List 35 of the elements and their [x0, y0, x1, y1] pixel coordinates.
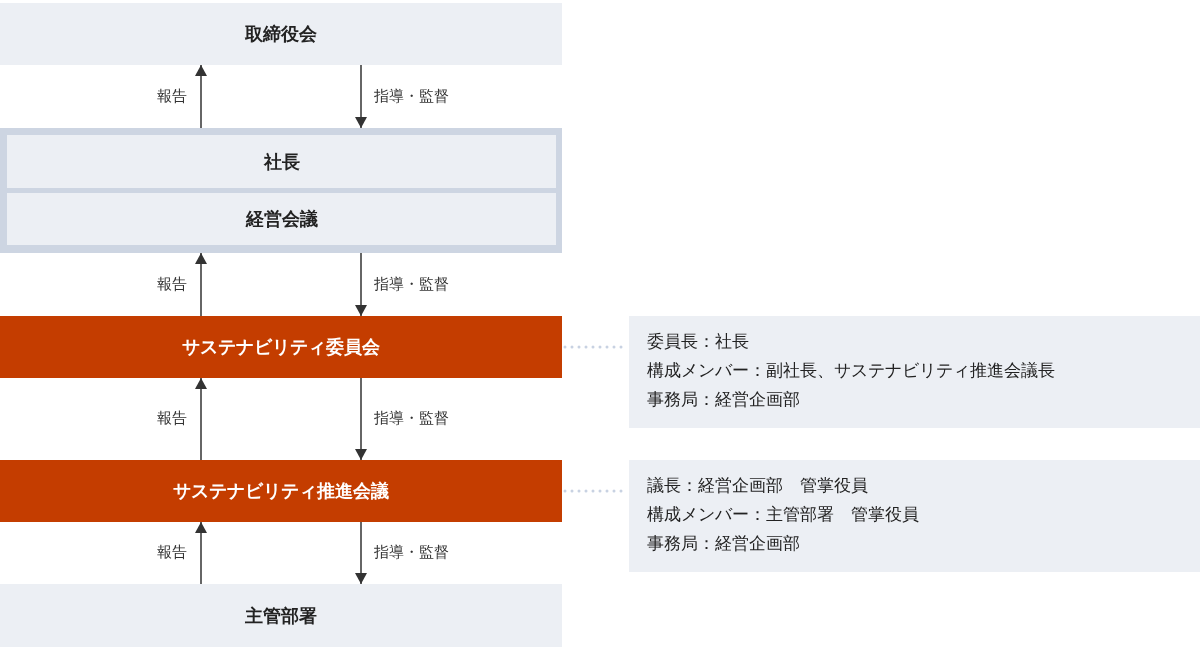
highlight-box [0, 316, 562, 378]
edge-label: 報告 [156, 543, 188, 563]
arrow [195, 377, 207, 461]
org-box [7, 135, 556, 188]
info-text: 事務局：経営企画部 [647, 532, 800, 555]
edge-label: 報告 [156, 86, 188, 107]
arrow [195, 521, 207, 585]
edge-label: 指導・監督 [373, 409, 450, 429]
edge-label: 指導・監督 [373, 274, 450, 295]
arrow [355, 521, 367, 585]
edge-label: 指導・監督 [373, 86, 450, 107]
group-frame [0, 128, 562, 253]
info-text: 議長：経営企画部 管掌役員 [647, 474, 868, 497]
org-name: 主管部署 [245, 603, 317, 628]
org-box [7, 193, 556, 245]
edge-label: 指導・監督 [373, 543, 450, 563]
org-box [0, 584, 562, 647]
org-name: サステナビリティ委員会 [182, 335, 380, 359]
highlight-box [0, 460, 562, 522]
arrow [355, 377, 367, 461]
arrow [355, 252, 367, 317]
org-name: 経営会議 [245, 207, 318, 231]
org-name: 取締役会 [245, 22, 317, 46]
org-name: 社長 [263, 149, 300, 174]
info-text: 構成メンバー：副社長、サステナビリティ推進会議長 [647, 359, 1055, 382]
info-text: 委員長：社長 [647, 330, 749, 353]
edge-label: 報告 [156, 409, 188, 429]
arrow [355, 64, 367, 129]
arrow [195, 252, 207, 317]
info-text: 事務局：経営企画部 [647, 388, 800, 411]
edge-label: 報告 [156, 274, 188, 295]
org-box [0, 3, 562, 65]
org-name: サステナビリティ推進会議 [173, 479, 389, 503]
arrow [195, 64, 207, 129]
info-text: 構成メンバー：主管部署 管掌役員 [647, 503, 919, 526]
